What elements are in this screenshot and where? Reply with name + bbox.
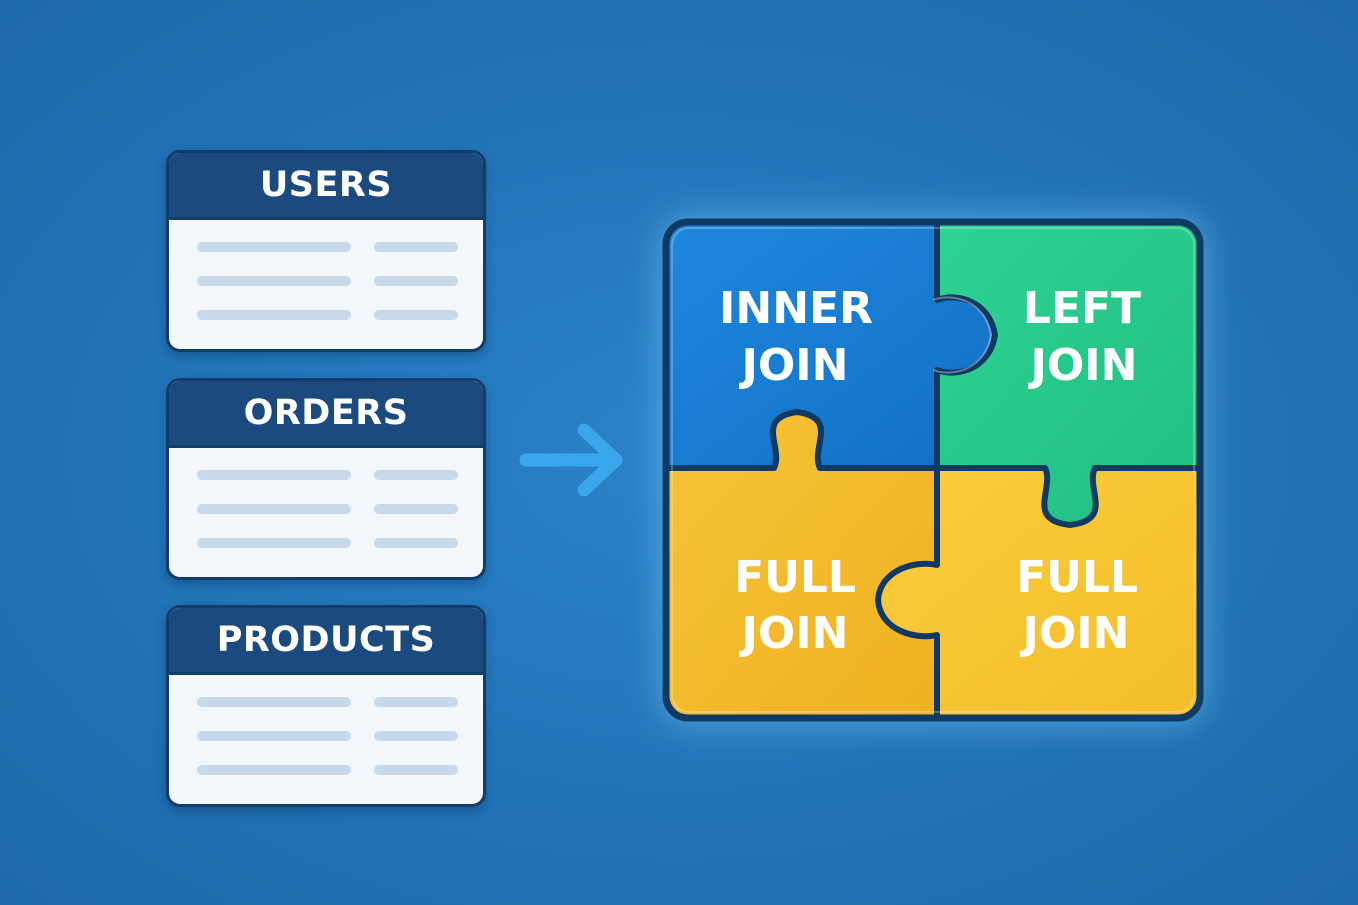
table-card-products: PRODUCTS	[166, 605, 486, 807]
join-puzzle: INNER JOIN LEFT JOIN FULL JOIN FULL JOIN	[662, 218, 1204, 722]
row-placeholder	[374, 538, 458, 548]
row-placeholder	[197, 242, 351, 252]
puzzle-piece-left-join	[937, 222, 1200, 525]
table-rows	[169, 675, 483, 804]
table-card-users: USERS	[166, 150, 486, 352]
table-rows	[169, 448, 483, 577]
puzzle-piece-full-join-left	[666, 412, 937, 718]
puzzle-piece-inner-join	[666, 222, 995, 468]
table-rows	[169, 220, 483, 349]
full-join-right-label-line2: JOIN	[1020, 608, 1130, 659]
row-placeholder	[197, 697, 351, 707]
row-placeholder	[374, 731, 458, 741]
row-placeholder	[197, 731, 351, 741]
left-join-label-line1: LEFT	[1023, 283, 1141, 334]
row-placeholder	[374, 504, 458, 514]
table-card-orders: ORDERS	[166, 378, 486, 580]
puzzle-piece-full-join-right	[878, 468, 1200, 718]
row-placeholder	[374, 242, 458, 252]
full-join-left-label-line2: JOIN	[739, 608, 849, 659]
row-placeholder	[197, 765, 351, 775]
row-placeholder	[374, 697, 458, 707]
row-placeholder	[374, 276, 458, 286]
row-placeholder	[197, 276, 351, 286]
row-placeholder	[374, 470, 458, 480]
inner-join-label-line1: INNER	[719, 283, 873, 334]
inner-join-label-line2: JOIN	[739, 340, 849, 391]
row-placeholder	[197, 504, 351, 514]
table-title: ORDERS	[169, 381, 483, 448]
full-join-left-label-line1: FULL	[734, 552, 856, 603]
table-title: USERS	[169, 153, 483, 220]
row-placeholder	[374, 765, 458, 775]
arrow-right-icon	[519, 423, 623, 497]
table-title: PRODUCTS	[169, 608, 483, 675]
row-placeholder	[197, 538, 351, 548]
row-placeholder	[197, 310, 351, 320]
left-join-label-line2: JOIN	[1028, 340, 1138, 391]
row-placeholder	[197, 470, 351, 480]
full-join-right-label-line1: FULL	[1016, 552, 1138, 603]
row-placeholder	[374, 310, 458, 320]
